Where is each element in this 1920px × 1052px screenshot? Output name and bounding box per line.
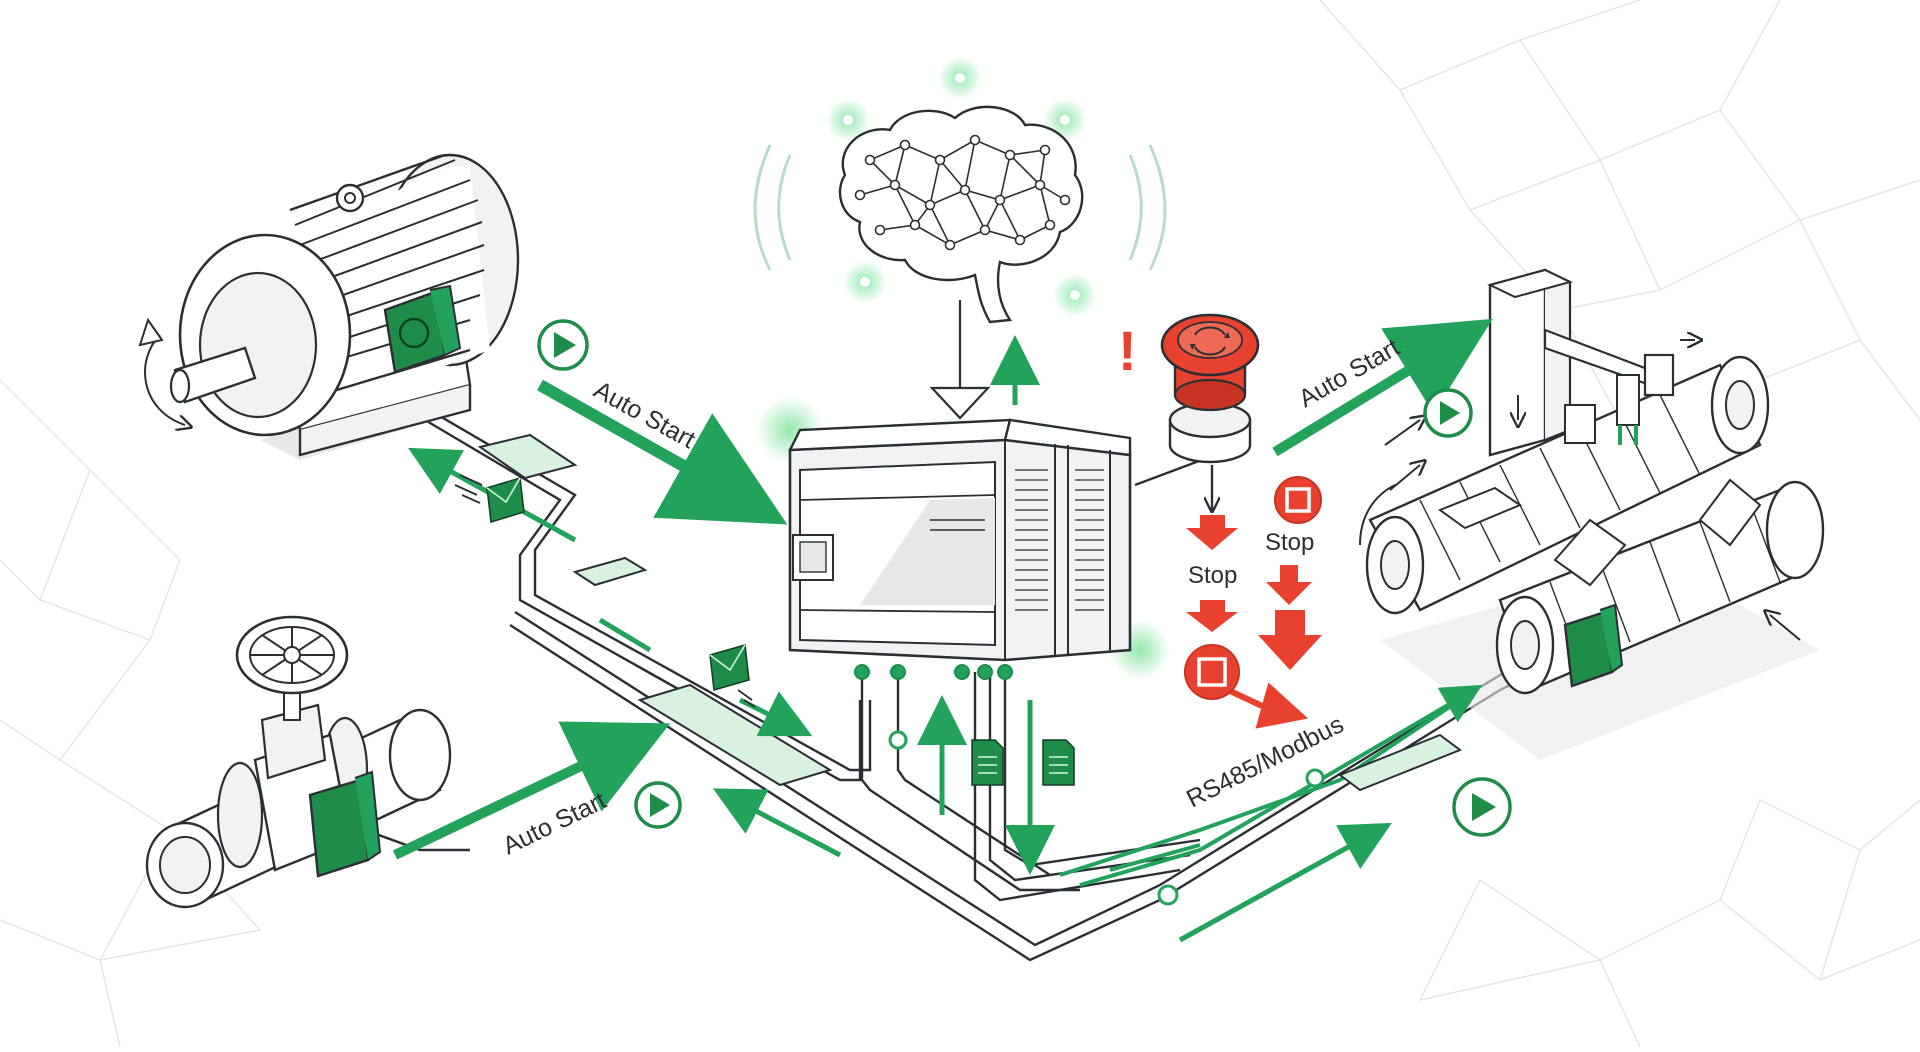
play-icon[interactable]	[537, 319, 589, 371]
auto-start-flows	[392, 318, 1493, 943]
envelope-icon	[486, 477, 525, 523]
play-icon[interactable]	[1423, 388, 1473, 438]
signal-cables-green	[1059, 698, 1462, 877]
play-icon[interactable]	[1452, 777, 1512, 837]
stop-signal-flow: Stop Stop	[1184, 476, 1322, 729]
electric-motor-icon[interactable]	[138, 153, 520, 460]
stop-label-left: Stop	[1188, 562, 1237, 589]
stop-label-right: Stop	[1265, 529, 1314, 556]
cable-nodes	[1157, 768, 1325, 906]
plc-terminals	[854, 664, 1013, 680]
emergency-stop-icon[interactable]: !	[1118, 313, 1260, 464]
document-icon	[971, 739, 1004, 786]
document-icon	[1042, 739, 1075, 786]
signal-dashes	[454, 474, 756, 708]
alert-exclamation-icon: !	[1118, 319, 1137, 382]
play-icon[interactable]	[634, 781, 682, 829]
plc-controller-icon[interactable]	[756, 396, 1170, 750]
conveyor-robot-icon[interactable]	[1359, 268, 1825, 760]
stop-icon[interactable]	[1274, 476, 1322, 524]
envelope-icon	[709, 644, 750, 691]
wireless-signal-icon	[753, 144, 1167, 271]
stop-icon[interactable]	[1184, 644, 1240, 700]
brain-network-icon[interactable]	[753, 56, 1167, 420]
conduit-sleeves	[477, 433, 1463, 792]
valve-icon[interactable]	[145, 615, 452, 909]
